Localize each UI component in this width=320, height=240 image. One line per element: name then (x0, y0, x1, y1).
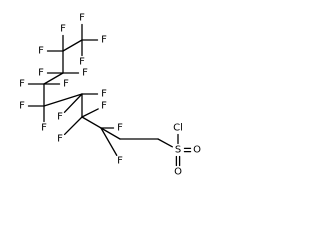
atom-label-f-f8b: F (117, 156, 123, 167)
bond-c7-f7a (81, 108, 99, 118)
atom-label-f-f2b: F (38, 46, 44, 57)
atom-label-f-f1a: F (79, 13, 85, 24)
bond-c6-f6b (63, 93, 83, 113)
atom-label-o-o2: O (174, 167, 182, 178)
atom-label-o-o1: O (193, 145, 201, 156)
atom-label-cl-cl: Cl (173, 123, 183, 134)
atom-label-f-f8a: F (117, 123, 123, 134)
bond-c3-c4 (43, 72, 64, 85)
bond-c7-c8 (81, 116, 102, 129)
atom-label-f-f1c: F (79, 57, 85, 68)
bond-layer (27, 23, 192, 167)
atom-label-s-s: S (175, 145, 181, 156)
atom-label-f-f4a: F (19, 79, 25, 90)
atom-label-f-f1b: F (101, 35, 107, 46)
atom-label-f-f3a: F (38, 68, 44, 79)
atom-label-f-f2a: F (60, 24, 66, 35)
atom-label-f-f4b: F (63, 79, 69, 90)
bond-c10-s (157, 138, 173, 148)
atom-label-f-f5b: F (41, 123, 47, 134)
atom-label-f-f7b: F (57, 134, 63, 145)
atom-label-f-f5a: F (19, 101, 25, 112)
atom-label-f-f7a: F (101, 101, 107, 112)
atom-label-f-f3b: F (82, 68, 88, 79)
atom-label-f-f6a: F (101, 89, 107, 100)
bond-c8-c9 (100, 127, 121, 140)
bond-c1-c2 (62, 39, 83, 52)
bond-c8-f8b (100, 127, 118, 157)
bond-c7-f7b (63, 116, 83, 136)
bond-c5-c6 (43, 93, 83, 107)
atom-label-f-f6b: F (57, 112, 63, 123)
